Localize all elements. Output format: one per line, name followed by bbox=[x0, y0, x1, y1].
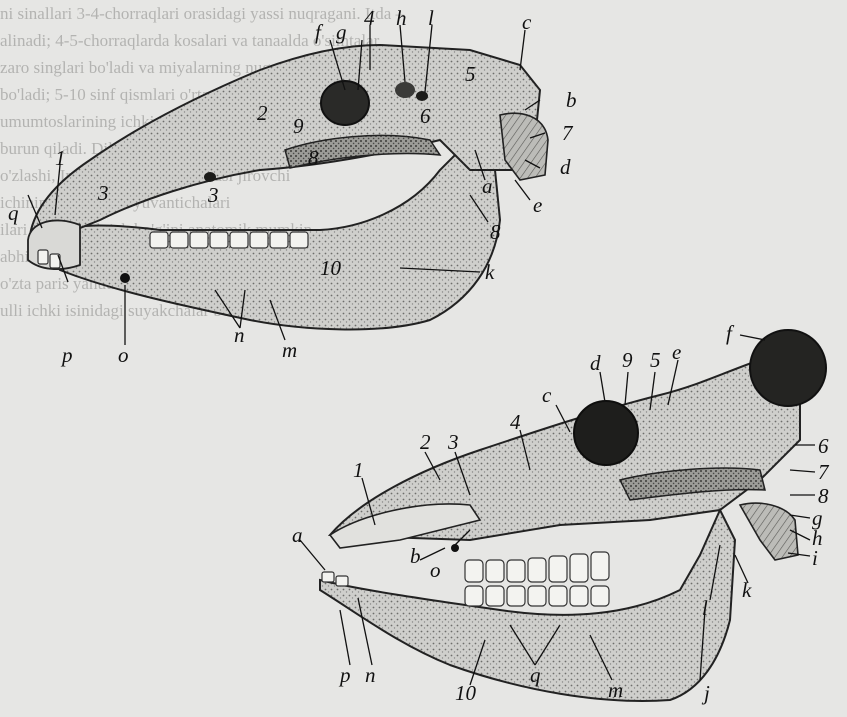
label-upper-3a: 3 bbox=[98, 183, 109, 204]
label-upper-1: 1 bbox=[55, 148, 66, 169]
label-lower-e: e bbox=[672, 342, 681, 363]
label-upper-p: p bbox=[62, 345, 73, 366]
label-upper-b: b bbox=[566, 90, 577, 111]
label-upper-4: 4 bbox=[364, 8, 375, 29]
label-upper-f: f bbox=[315, 22, 321, 43]
label-upper-n: n bbox=[234, 325, 245, 346]
label-lower-9: 9 bbox=[622, 350, 633, 371]
label-upper-d: d bbox=[560, 157, 571, 178]
label-upper-o: o bbox=[118, 345, 129, 366]
label-upper-7: 7 bbox=[562, 123, 573, 144]
label-upper-5: 5 bbox=[465, 64, 476, 85]
label-upper-9: 9 bbox=[293, 116, 304, 137]
label-upper-h: h bbox=[396, 8, 407, 29]
label-lower-6: 6 bbox=[818, 436, 829, 457]
label-upper-k: k bbox=[485, 262, 494, 283]
label-lower-j: j bbox=[704, 683, 710, 704]
label-lower-7: 7 bbox=[818, 462, 829, 483]
label-upper-e: e bbox=[533, 195, 542, 216]
label-lower-1: 1 bbox=[353, 460, 364, 481]
label-lower-q: q bbox=[530, 665, 541, 686]
label-lower-f: f bbox=[726, 323, 732, 344]
label-lower-5: 5 bbox=[650, 350, 661, 371]
label-lower-l: l bbox=[702, 598, 708, 619]
label-lower-3: 3 bbox=[448, 432, 459, 453]
label-upper-c: c bbox=[522, 12, 531, 33]
label-upper-3b: 3 bbox=[208, 185, 219, 206]
label-upper-a: a bbox=[482, 176, 493, 197]
label-lower-k: k bbox=[742, 580, 751, 601]
label-upper-m: m bbox=[282, 340, 297, 361]
label-lower-10: 10 bbox=[455, 683, 476, 704]
label-lower-a: a bbox=[292, 525, 303, 546]
lower-skull-drawing bbox=[300, 330, 826, 701]
label-lower-4: 4 bbox=[510, 412, 521, 433]
label-upper-l: l bbox=[428, 8, 434, 29]
label-lower-2: 2 bbox=[420, 432, 431, 453]
label-lower-i: i bbox=[812, 548, 818, 569]
label-upper-2: 2 bbox=[257, 103, 268, 124]
label-lower-d: d bbox=[590, 353, 601, 374]
label-upper-8b: 8 bbox=[490, 222, 501, 243]
label-lower-b: b bbox=[410, 546, 421, 567]
label-lower-m: m bbox=[608, 680, 623, 701]
label-lower-c: c bbox=[542, 385, 551, 406]
label-upper-8a: 8 bbox=[308, 148, 319, 169]
label-upper-g: g bbox=[336, 22, 347, 43]
label-upper-10: 10 bbox=[320, 258, 341, 279]
label-lower-8: 8 bbox=[818, 486, 829, 507]
label-upper-6: 6 bbox=[420, 106, 431, 127]
label-lower-n: n bbox=[365, 665, 376, 686]
label-upper-q: q bbox=[8, 203, 19, 224]
label-lower-p: p bbox=[340, 665, 351, 686]
label-lower-o: o bbox=[430, 560, 441, 581]
